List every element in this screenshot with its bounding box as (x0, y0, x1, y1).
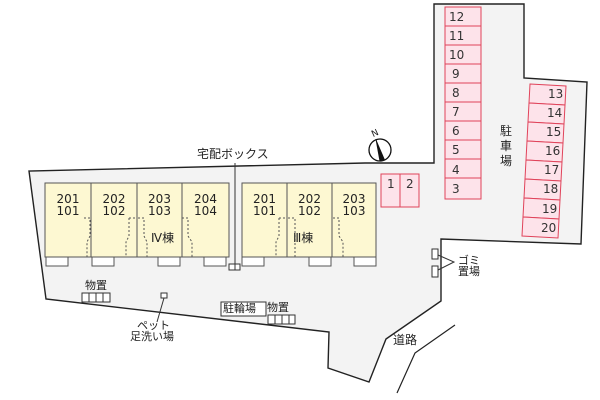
unit-number-lower: 103 (342, 204, 366, 218)
storage-left-boxes (81, 292, 111, 303)
parking-space-11: 11 (449, 29, 465, 43)
parking-right-column (521, 83, 567, 239)
unit-iv-4: 204 104 (182, 193, 229, 217)
road-label: 道路 (393, 333, 418, 347)
unit-number-upper: 201 (253, 192, 276, 206)
parking-space-1: 1 (387, 177, 395, 191)
parking-space-20: 20 (541, 221, 557, 235)
unit-number-upper: 202 (298, 192, 321, 206)
parking-space-4: 4 (452, 163, 460, 177)
parking-space-18: 18 (543, 182, 559, 196)
unit-number-lower: 101 (253, 204, 276, 218)
parking-space-6: 6 (452, 124, 460, 138)
building-iv-name: Ⅳ棟 (151, 231, 175, 245)
parking-space-8: 8 (452, 86, 460, 100)
parking-space-13: 13 (548, 87, 564, 101)
bicycle-parking-label: 駐輪場 (223, 302, 256, 315)
unit-number-upper: 204 (194, 192, 217, 206)
unit-number-lower: 101 (56, 204, 80, 218)
unit-number-lower: 104 (194, 204, 217, 218)
delivery-box-label: 宅配ボックス (197, 147, 269, 161)
garbage-label-1: ゴミ (458, 254, 480, 267)
parking-space-3: 3 (452, 182, 460, 196)
north-compass-icon (368, 138, 392, 162)
unit-iii-2: 202 102 (287, 193, 332, 217)
parking-lot-label: 駐車場 (500, 124, 513, 168)
parking-space-14: 14 (547, 106, 563, 120)
unit-number-lower: 102 (102, 204, 126, 218)
unit-iv-2: 202 102 (91, 193, 137, 217)
building-iv (44, 182, 230, 267)
unit-number-upper: 201 (56, 192, 80, 206)
parking-space-12: 12 (449, 10, 465, 24)
unit-number-upper: 202 (102, 192, 126, 206)
storage-right-boxes (267, 314, 296, 325)
building-iii (241, 182, 377, 267)
unit-iii-3: 203 103 (332, 193, 376, 217)
unit-iv-3: 203 103 (137, 193, 182, 217)
unit-number-lower: 102 (298, 204, 321, 218)
parking-space-19: 19 (542, 202, 558, 216)
storage-left-label: 物置 (85, 279, 107, 292)
parking-space-15: 15 (546, 125, 562, 139)
unit-iii-1: 201 101 (242, 193, 287, 217)
parking-space-17: 17 (544, 163, 560, 177)
parking-space-10: 10 (449, 48, 465, 62)
parking-space-16: 16 (545, 144, 561, 158)
unit-number-upper: 203 (342, 192, 366, 206)
parking-front (380, 173, 420, 208)
parking-left-column (444, 6, 482, 200)
garbage-label-2: 置場 (458, 265, 480, 278)
unit-iv-1: 201 101 (45, 193, 91, 217)
unit-number-upper: 203 (148, 192, 171, 206)
road-edge (396, 324, 456, 394)
parking-space-2: 2 (406, 177, 414, 191)
storage-right-label: 物置 (267, 301, 289, 314)
parking-space-7: 7 (452, 105, 460, 119)
pet-wash-label-1: ペット (137, 319, 170, 332)
parking-space-5: 5 (452, 143, 460, 157)
unit-number-lower: 103 (148, 204, 171, 218)
parking-space-9: 9 (452, 67, 460, 81)
pet-wash-label-2: 足洗い場 (130, 330, 174, 343)
building-iii-name: Ⅲ棟 (293, 231, 314, 245)
